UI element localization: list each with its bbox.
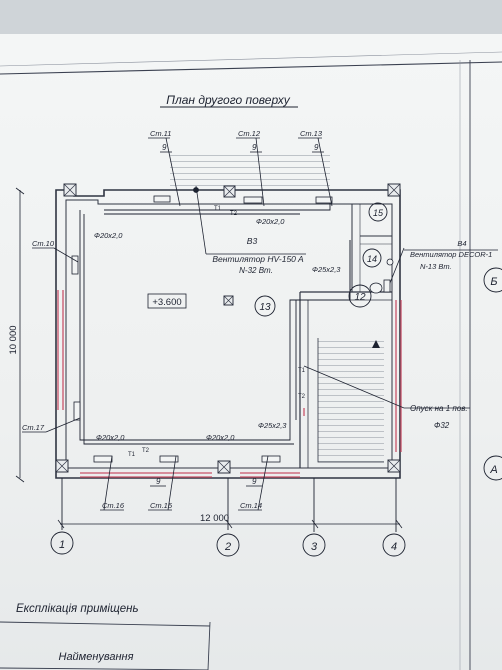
riser-st13: Ст.13 — [300, 129, 323, 138]
flow-num-st14: 9 — [252, 477, 257, 486]
legend-title: Експлікація приміщень — [16, 603, 139, 615]
radiators — [71, 195, 333, 463]
axis-markers — [50, 267, 502, 557]
axis-a: А — [489, 464, 497, 476]
pipe-label-32: Ф32 — [434, 421, 450, 430]
dimension-lines — [15, 187, 403, 529]
stair-hatch-core — [318, 338, 384, 464]
room-number-14: 14 — [367, 254, 377, 264]
sheet-frame — [0, 51, 502, 670]
riser-st14: Ст.14 — [240, 501, 262, 510]
pipe-label-25-upper: Ф25х2,3 — [312, 265, 341, 274]
descent-note: Опуск на 1 пов. — [410, 404, 468, 413]
room-number-15: 15 — [373, 208, 384, 218]
stair-hatch-top — [170, 150, 330, 186]
fan-leaders — [193, 185, 498, 409]
pipe-label-bottom-right: Ф20х2,0 — [206, 433, 235, 442]
columns — [55, 183, 401, 474]
plan-title: План другого поверху — [166, 93, 290, 107]
riser-st10: Ст.10 — [32, 239, 55, 248]
axis-4: 4 — [391, 541, 397, 553]
riser-st16: Ст.16 — [102, 501, 125, 510]
fan-b4-power: N-13 Вт. — [420, 262, 452, 271]
flow-num-st11: 9 — [162, 143, 167, 152]
flow-num-st15: 9 — [156, 477, 161, 486]
room-number-12: 12 — [354, 292, 366, 303]
riser-st17: Ст.17 — [22, 423, 45, 432]
toilet-fixtures — [369, 258, 394, 294]
pipe-label-bottom-left: Ф20х2,0 — [96, 433, 125, 442]
fan-b3-model: Вентилятор HV-150 A — [212, 254, 304, 264]
dimension-height: 10 000 — [8, 325, 19, 354]
stair-arrow-icon — [372, 340, 380, 348]
axis-b: Б — [490, 276, 497, 288]
fan-b4-tag: В4 — [457, 239, 466, 248]
level-mark-box — [147, 293, 187, 309]
line-code-t1-top: Т1 — [214, 206, 222, 212]
line-code-t1-bottom: Т1 — [128, 452, 136, 458]
pipe-label-left: Ф20х2,0 — [94, 231, 123, 240]
riser-st15: Ст.15 — [150, 501, 173, 510]
fan-b3-tag: В3 — [247, 236, 258, 246]
line-code-t2-bottom: Т2 — [142, 448, 150, 454]
line-code-t2-top: Т2 — [230, 211, 238, 217]
level-mark: +3.600 — [152, 297, 181, 308]
line-code-t1-core: Т1 — [298, 368, 306, 374]
room-markers — [254, 202, 388, 317]
fan-b4-model: Вентилятор DECOR-1 — [410, 250, 492, 259]
riser-st12: Ст.12 — [238, 129, 261, 138]
line-code-t2-core: Т2 — [298, 394, 306, 400]
pipe-label-top: Ф20х2,0 — [256, 217, 285, 226]
riser-leaders — [22, 137, 333, 511]
axis-3: 3 — [311, 541, 318, 553]
pipe-label-25-lower: Ф25х2,3 — [258, 421, 287, 430]
axis-2: 2 — [224, 541, 231, 553]
room-number-13: 13 — [259, 302, 271, 313]
windows — [57, 290, 402, 478]
axis-1: 1 — [59, 539, 65, 551]
flow-num-st12: 9 — [252, 143, 257, 152]
legend-column-name: Найменування — [59, 651, 134, 663]
riser-st11: Ст.11 — [150, 129, 171, 138]
dimension-width: 12 000 — [200, 513, 229, 524]
flow-num-st13: 9 — [314, 143, 319, 152]
fan-b3-power: N-32 Вт. — [239, 266, 273, 275]
